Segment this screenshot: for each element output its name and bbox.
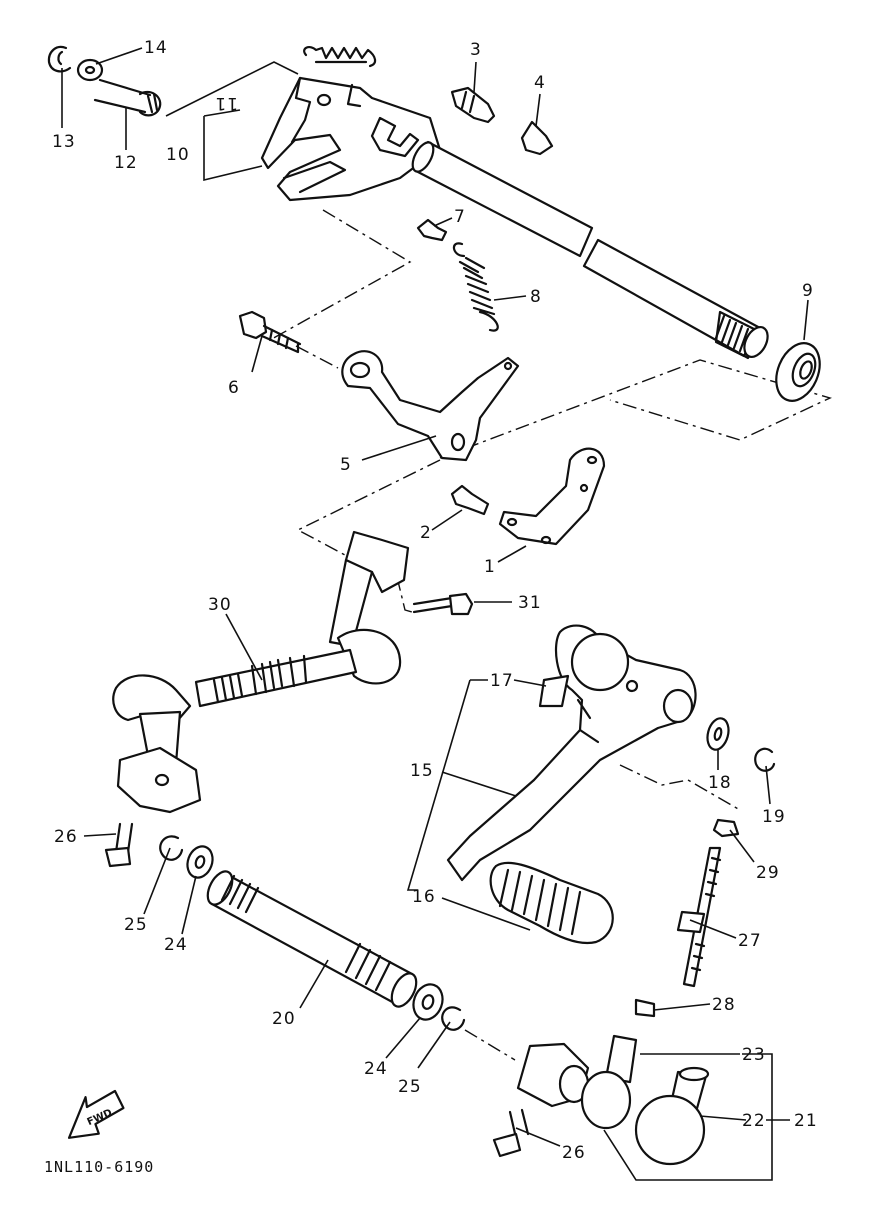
callout-14: 14 xyxy=(144,38,168,58)
callout-31: 31 xyxy=(518,593,542,613)
bracket-1 xyxy=(498,447,606,546)
shift-pedal-15 xyxy=(446,624,697,882)
forward-arrow-icon: FWD xyxy=(67,1089,125,1139)
callout-15: 15 xyxy=(410,761,434,781)
leader-lines xyxy=(61,47,809,1181)
adjuster-rod-27 xyxy=(676,846,722,988)
callout-20: 20 xyxy=(272,1009,296,1029)
washer-24-upper xyxy=(186,845,214,879)
callout-22: 22 xyxy=(742,1111,766,1131)
rod-end-22 xyxy=(634,1066,710,1166)
callout-5: 5 xyxy=(340,455,352,475)
callout-26-upper: 26 xyxy=(54,827,78,847)
screw-7 xyxy=(416,218,448,242)
pedal-rubber-16 xyxy=(489,861,614,945)
callout-9: 9 xyxy=(802,281,814,301)
callout-7: 7 xyxy=(454,207,466,227)
nut-28 xyxy=(634,998,656,1018)
bolt-6 xyxy=(238,310,302,354)
callout-24-upper: 24 xyxy=(164,935,188,955)
callout-2: 2 xyxy=(420,523,432,543)
callout-4: 4 xyxy=(534,73,546,93)
callout-21: 21 xyxy=(794,1111,818,1131)
bolt-26-lower xyxy=(492,1108,530,1158)
rod-end-23 xyxy=(516,1034,638,1130)
callout-6: 6 xyxy=(228,378,240,398)
circlip-19 xyxy=(754,747,776,772)
callout-26-lower: 26 xyxy=(562,1143,586,1163)
pivot-17 xyxy=(538,674,570,708)
callout-30: 30 xyxy=(208,595,232,615)
shift-arm-10 xyxy=(260,76,442,202)
shift-lever-5 xyxy=(341,350,520,462)
washer-18 xyxy=(706,717,730,751)
bearing-9 xyxy=(775,342,821,402)
callout-24-lower: 24 xyxy=(364,1059,388,1079)
assembly-guide-lines xyxy=(269,209,832,1061)
washer-24-lower xyxy=(412,983,444,1021)
callout-28: 28 xyxy=(712,995,736,1015)
callout-27: 27 xyxy=(738,931,762,951)
circlip-13 xyxy=(47,45,72,73)
washer-14 xyxy=(76,58,104,82)
callout-25-lower: 25 xyxy=(398,1077,422,1097)
nut-29 xyxy=(712,818,740,838)
callout-8: 8 xyxy=(530,287,542,307)
callout-3: 3 xyxy=(470,40,482,60)
shift-rod-30 xyxy=(112,530,410,814)
callout-29: 29 xyxy=(756,863,780,883)
shift-shaft xyxy=(411,140,769,360)
callout-11: 11 xyxy=(214,93,238,113)
callout-12: 12 xyxy=(114,153,138,173)
spring-pin-12 xyxy=(93,78,162,117)
callout-10: 10 xyxy=(166,145,190,165)
bolt-2 xyxy=(450,484,490,516)
callout-19: 19 xyxy=(762,807,786,827)
spring-8 xyxy=(452,242,499,332)
callout-16: 16 xyxy=(412,887,436,907)
callout-23: 23 xyxy=(742,1045,766,1065)
bolt-31 xyxy=(412,592,474,616)
callout-18: 18 xyxy=(708,773,732,793)
bolt-3 xyxy=(450,86,496,124)
spring-11 xyxy=(303,46,377,68)
bolt-26-upper xyxy=(104,822,134,868)
plate-4 xyxy=(520,120,554,156)
callout-13: 13 xyxy=(52,132,76,152)
callout-labels: 13 14 12 11 10 3 4 7 8 9 6 5 2 1 31 30 1… xyxy=(52,38,818,1163)
diagram-code: 1NL110-6190 xyxy=(44,1158,154,1176)
circlip-25-lower xyxy=(441,1006,466,1031)
callout-17: 17 xyxy=(490,671,514,691)
pedal-shaft-20 xyxy=(206,870,418,1008)
circlip-25-upper xyxy=(159,835,184,861)
callout-1: 1 xyxy=(484,557,496,577)
callout-25-upper: 25 xyxy=(124,915,148,935)
